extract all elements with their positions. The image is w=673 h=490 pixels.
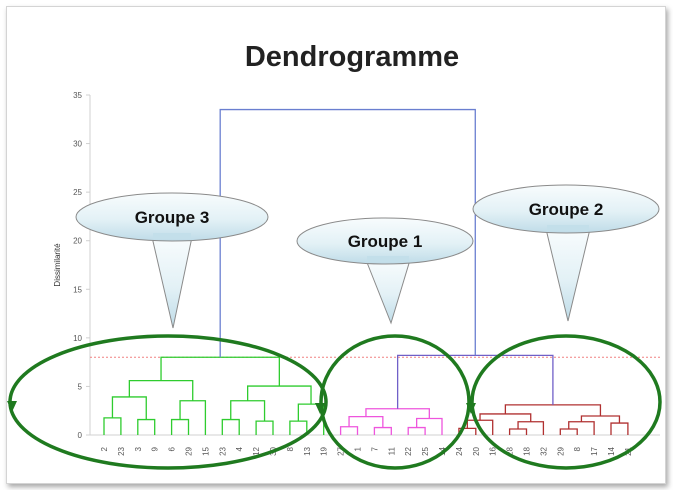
dendrogram-link [348,415,384,428]
ellipse-arrowhead [7,401,17,412]
callout-join [367,256,409,262]
dendrogram-link [339,426,359,435]
dendrogram-link [221,418,240,435]
leaf-label: 14 [607,446,616,455]
y-tick-label: 10 [73,334,82,343]
leaf-label: 27 [337,446,346,455]
leaf-label: 3 [134,446,143,451]
callout-label: Groupe 3 [135,208,210,227]
leaf-label: 4 [235,446,244,451]
y-tick-label: 20 [73,237,82,246]
callout-pointer [365,259,411,325]
dendrogram-link [517,421,545,435]
dendrogram-link [416,417,443,435]
dendrogram-link [103,417,122,435]
dendrogram-link [373,426,392,435]
callout-2: Groupe 1 [296,217,474,325]
callout-bubble [75,192,269,242]
leaf-label: 29 [185,446,194,455]
leaf-label: 24 [455,446,464,455]
dendrogram-link [137,418,156,435]
dendrogram-link [407,426,426,435]
dendrogram-link [508,428,528,435]
y-tick-label: 0 [78,431,83,440]
cluster-ellipse [470,334,662,470]
dendrogram-link [170,418,190,435]
leaf-label: 18 [523,446,532,455]
leaf-label: 28 [506,446,515,455]
dendrogram-link [559,428,578,435]
y-axis-label: Dissimilarité [53,243,62,287]
dendrogram-link [289,420,308,435]
y-tick-label: 5 [78,382,83,391]
leaf-label: 16 [489,446,498,455]
ellipse-arrowhead [466,403,476,414]
callout-label: Groupe 2 [529,200,604,219]
dendrogram-link [247,385,312,405]
dendrogram-link [255,420,274,435]
dendrogram-link [610,422,629,435]
dendrogram-link [160,356,280,387]
leaf-label: 9 [151,446,160,451]
leaf-label: 32 [539,446,548,455]
cluster-ellipse [319,334,471,470]
leaf-label: 22 [404,446,413,455]
dendrogram-link [396,354,554,409]
y-tick-label: 35 [73,91,82,100]
dendrogram-link [504,404,602,417]
callout-bubble [296,217,474,265]
dendrogram-link [568,421,595,435]
callout-bubble [472,184,660,234]
dendrogram-link [179,400,207,435]
leaf-label: 2 [100,446,109,451]
leaf-label: 15 [201,446,210,455]
leaf-label: 20 [472,446,481,455]
leaf-label: 8 [573,446,582,451]
leaf-label: 17 [590,446,599,455]
leaf-label: 13 [303,446,312,455]
leaf-label: 29 [556,446,565,455]
leaf-label: 1 [354,446,363,451]
dendrogram-link [128,379,194,401]
dendrogram-link [230,400,266,422]
dendrogram-link [111,396,147,420]
cluster-ellipses [7,334,662,470]
cluster-callouts: Groupe 3 Groupe 1 Groupe 2 [75,184,660,329]
callout-pointer [545,228,591,322]
chart-title: Dendrogramme [245,41,459,73]
y-tick-label: 25 [73,188,82,197]
dendrogram-link [458,427,477,435]
leaf-label: 23 [117,446,126,455]
leaf-label: 8 [286,446,295,451]
callout-3: Groupe 2 [472,184,660,322]
callout-1: Groupe 3 [75,192,269,329]
leaf-label: 11 [387,446,396,455]
callout-pointer [151,236,193,329]
y-tick-label: 30 [73,140,82,149]
leaf-label: 19 [320,446,329,455]
y-tick-label: 15 [73,285,82,294]
callout-join [153,233,191,239]
callout-join [547,225,589,231]
leaf-label: 23 [218,446,227,455]
leaf-label: 6 [168,446,177,451]
leaf-label: 12 [252,446,261,455]
leaf-label: 25 [421,446,430,455]
callout-label: Groupe 1 [348,232,423,251]
leaf-label: 7 [370,446,379,451]
ellipse-arrowhead [315,403,325,414]
